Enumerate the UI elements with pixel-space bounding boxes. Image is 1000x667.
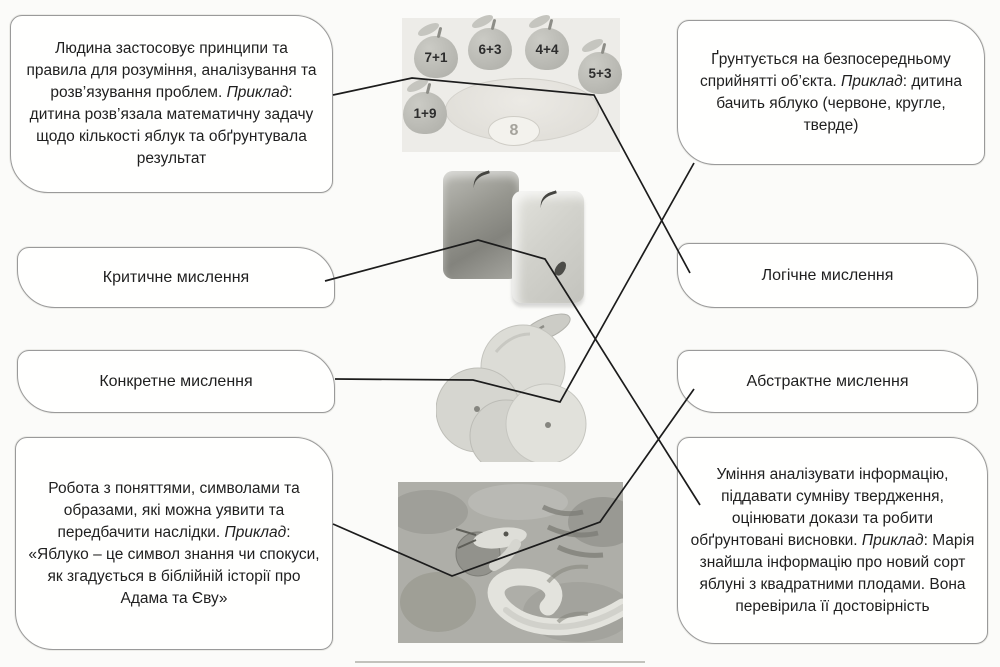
abstract-desc-box: Робота з поняттями, символами та образам… <box>15 437 333 650</box>
concrete-thinking-label-box: Конкретне мислення <box>17 350 335 413</box>
apple-sum-icon: 5+3 <box>578 52 622 94</box>
abstract-thinking-label-box: Абстрактне мислення <box>677 350 978 413</box>
concrete-desc-box: Ґрунтується на безпосередньому сприйнятт… <box>677 20 985 165</box>
square-apples-image <box>436 165 586 311</box>
concrete-desc-text: Ґрунтується на безпосередньому сприйнятт… <box>700 50 962 134</box>
square-apple-cut-icon <box>512 190 584 303</box>
apple-pile-image <box>435 312 596 473</box>
abstract-desc-text: Робота з поняттями, символами та образам… <box>28 479 320 607</box>
critical-thinking-label-box: Критичне мислення <box>17 247 335 308</box>
square-apple-dark-icon <box>443 170 519 279</box>
math-apples-image: 8 7+1 6+3 4+4 5+3 1+9 <box>402 18 622 152</box>
critical-desc-box: Уміння аналізувати інформацію, піддавати… <box>677 437 988 644</box>
critical-desc-text: Уміння аналізувати інформацію, піддавати… <box>690 465 975 615</box>
snake-drawing <box>398 482 623 643</box>
apple-sum-icon: 4+4 <box>525 28 569 70</box>
logical-desc-text: Людина застосовує принципи та правила дл… <box>26 40 317 167</box>
apple-sum-icon: 6+3 <box>468 28 512 70</box>
critical-thinking-label: Критичне мислення <box>102 268 250 286</box>
apple-sum-icon: 1+9 <box>403 92 447 134</box>
next-figure-edge-fragment <box>355 661 645 663</box>
apple-seed-icon <box>552 259 569 278</box>
logical-desc-box: Людина застосовує принципи та правила дл… <box>10 15 333 193</box>
abstract-thinking-label: Абстрактне мислення <box>746 372 909 390</box>
basket-count-badge: 8 <box>488 116 540 146</box>
logical-thinking-label-box: Логічне мислення <box>677 243 978 308</box>
snake-image <box>398 482 623 643</box>
apple-pile-drawing <box>435 313 587 473</box>
concrete-thinking-label: Конкретне мислення <box>99 372 253 390</box>
logical-thinking-label: Логічне мислення <box>761 266 894 284</box>
apple-sum-icon: 7+1 <box>414 36 458 78</box>
